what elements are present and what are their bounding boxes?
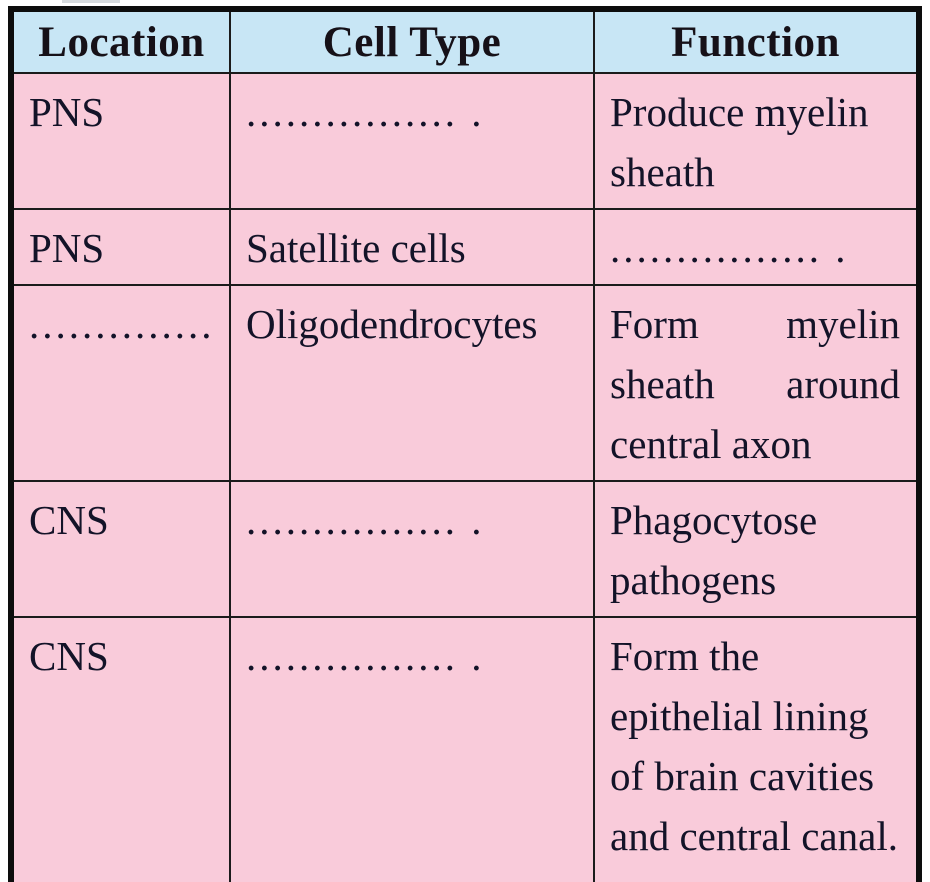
- cell-row5-cell-type-blank: ................ .: [229, 616, 595, 882]
- cell-row3-cell-type: Oligodendrocytes: [229, 284, 595, 482]
- cell-row3-function: Form myelin sheath around central axon: [593, 284, 920, 482]
- cell-row1-location: PNS: [10, 72, 231, 210]
- cell-row5-location: CNS: [10, 616, 231, 882]
- table-row: .............. Oligodendrocytes Form mye…: [10, 284, 920, 482]
- cell-row5-function: Form the epithelial lining of brain cavi…: [593, 616, 920, 882]
- cell-row2-cell-type: Satellite cells: [229, 208, 595, 286]
- neuroglia-table: Location Cell Type Function PNS ........…: [8, 6, 922, 882]
- cell-row2-location: PNS: [10, 208, 231, 286]
- header-function: Function: [593, 8, 920, 74]
- table-row: PNS ................ . Produce myelin sh…: [10, 72, 920, 210]
- cell-row1-function: Produce myelin sheath: [593, 72, 920, 210]
- cell-row4-cell-type-blank: ................ .: [229, 480, 595, 618]
- cell-row4-location: CNS: [10, 480, 231, 618]
- header-cell-type: Cell Type: [229, 8, 595, 74]
- scan-artifact-line: [62, 0, 120, 3]
- cell-row4-function: Phagocytose pathogens: [593, 480, 920, 618]
- header-location: Location: [10, 8, 231, 74]
- table-row: PNS Satellite cells ................ .: [10, 208, 920, 286]
- cell-row1-cell-type-blank: ................ .: [229, 72, 595, 210]
- table-row: CNS ................ . Phagocytose patho…: [10, 480, 920, 618]
- table-header-row: Location Cell Type Function: [10, 8, 920, 74]
- cell-row2-function-blank: ................ .: [593, 208, 920, 286]
- cell-row3-location-blank: ..............: [10, 284, 231, 482]
- table-row: CNS ................ . Form the epitheli…: [10, 616, 920, 882]
